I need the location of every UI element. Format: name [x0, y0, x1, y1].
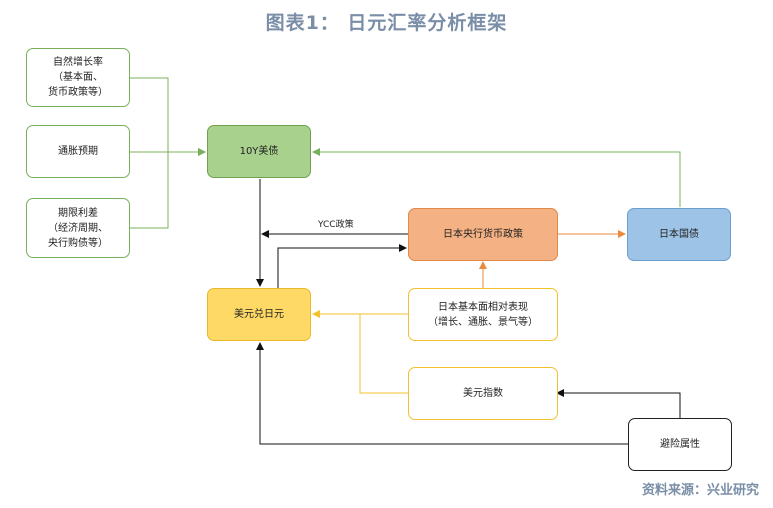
page-title: 图表1： 日元汇率分析框架	[265, 12, 508, 34]
edge-natural-growth-to-us10y	[130, 77, 206, 156]
edge-usdjpy-to-boj	[277, 244, 407, 288]
node-boj-monetary-policy: 日本央行货币政策	[408, 208, 558, 261]
source-note: 资料来源：兴业研究	[641, 483, 759, 498]
edge-safehaven-to-usdjpy	[256, 342, 628, 445]
node-jgb: 日本国债	[627, 208, 731, 261]
node-us-10y-treasury: 10Y美债	[207, 125, 311, 178]
node-inflation-expectation: 通胀预期	[26, 125, 130, 178]
node-usdjpy: 美元兑日元	[207, 288, 311, 341]
node-dollar-index: 美元指数	[408, 367, 558, 420]
node-term-premium: 期限利差 （经济周期、 央行购债等）	[26, 198, 130, 258]
node-japan-fundamentals: 日本基本面相对表现 （增长、通胀、景气等）	[408, 288, 558, 341]
edge-safehaven-to-dxy	[556, 389, 681, 418]
node-natural-growth: 自然增长率 （基本面、 货币政策等）	[26, 48, 130, 107]
node-safe-haven: 避险属性	[628, 418, 732, 471]
edge-dxy-to-usdjpy	[359, 314, 408, 394]
label-ycc-policy: YCC政策	[318, 220, 354, 230]
edge-jgb-to-us10y	[312, 148, 681, 207]
edge-term-premium-to-us10y	[130, 152, 169, 229]
